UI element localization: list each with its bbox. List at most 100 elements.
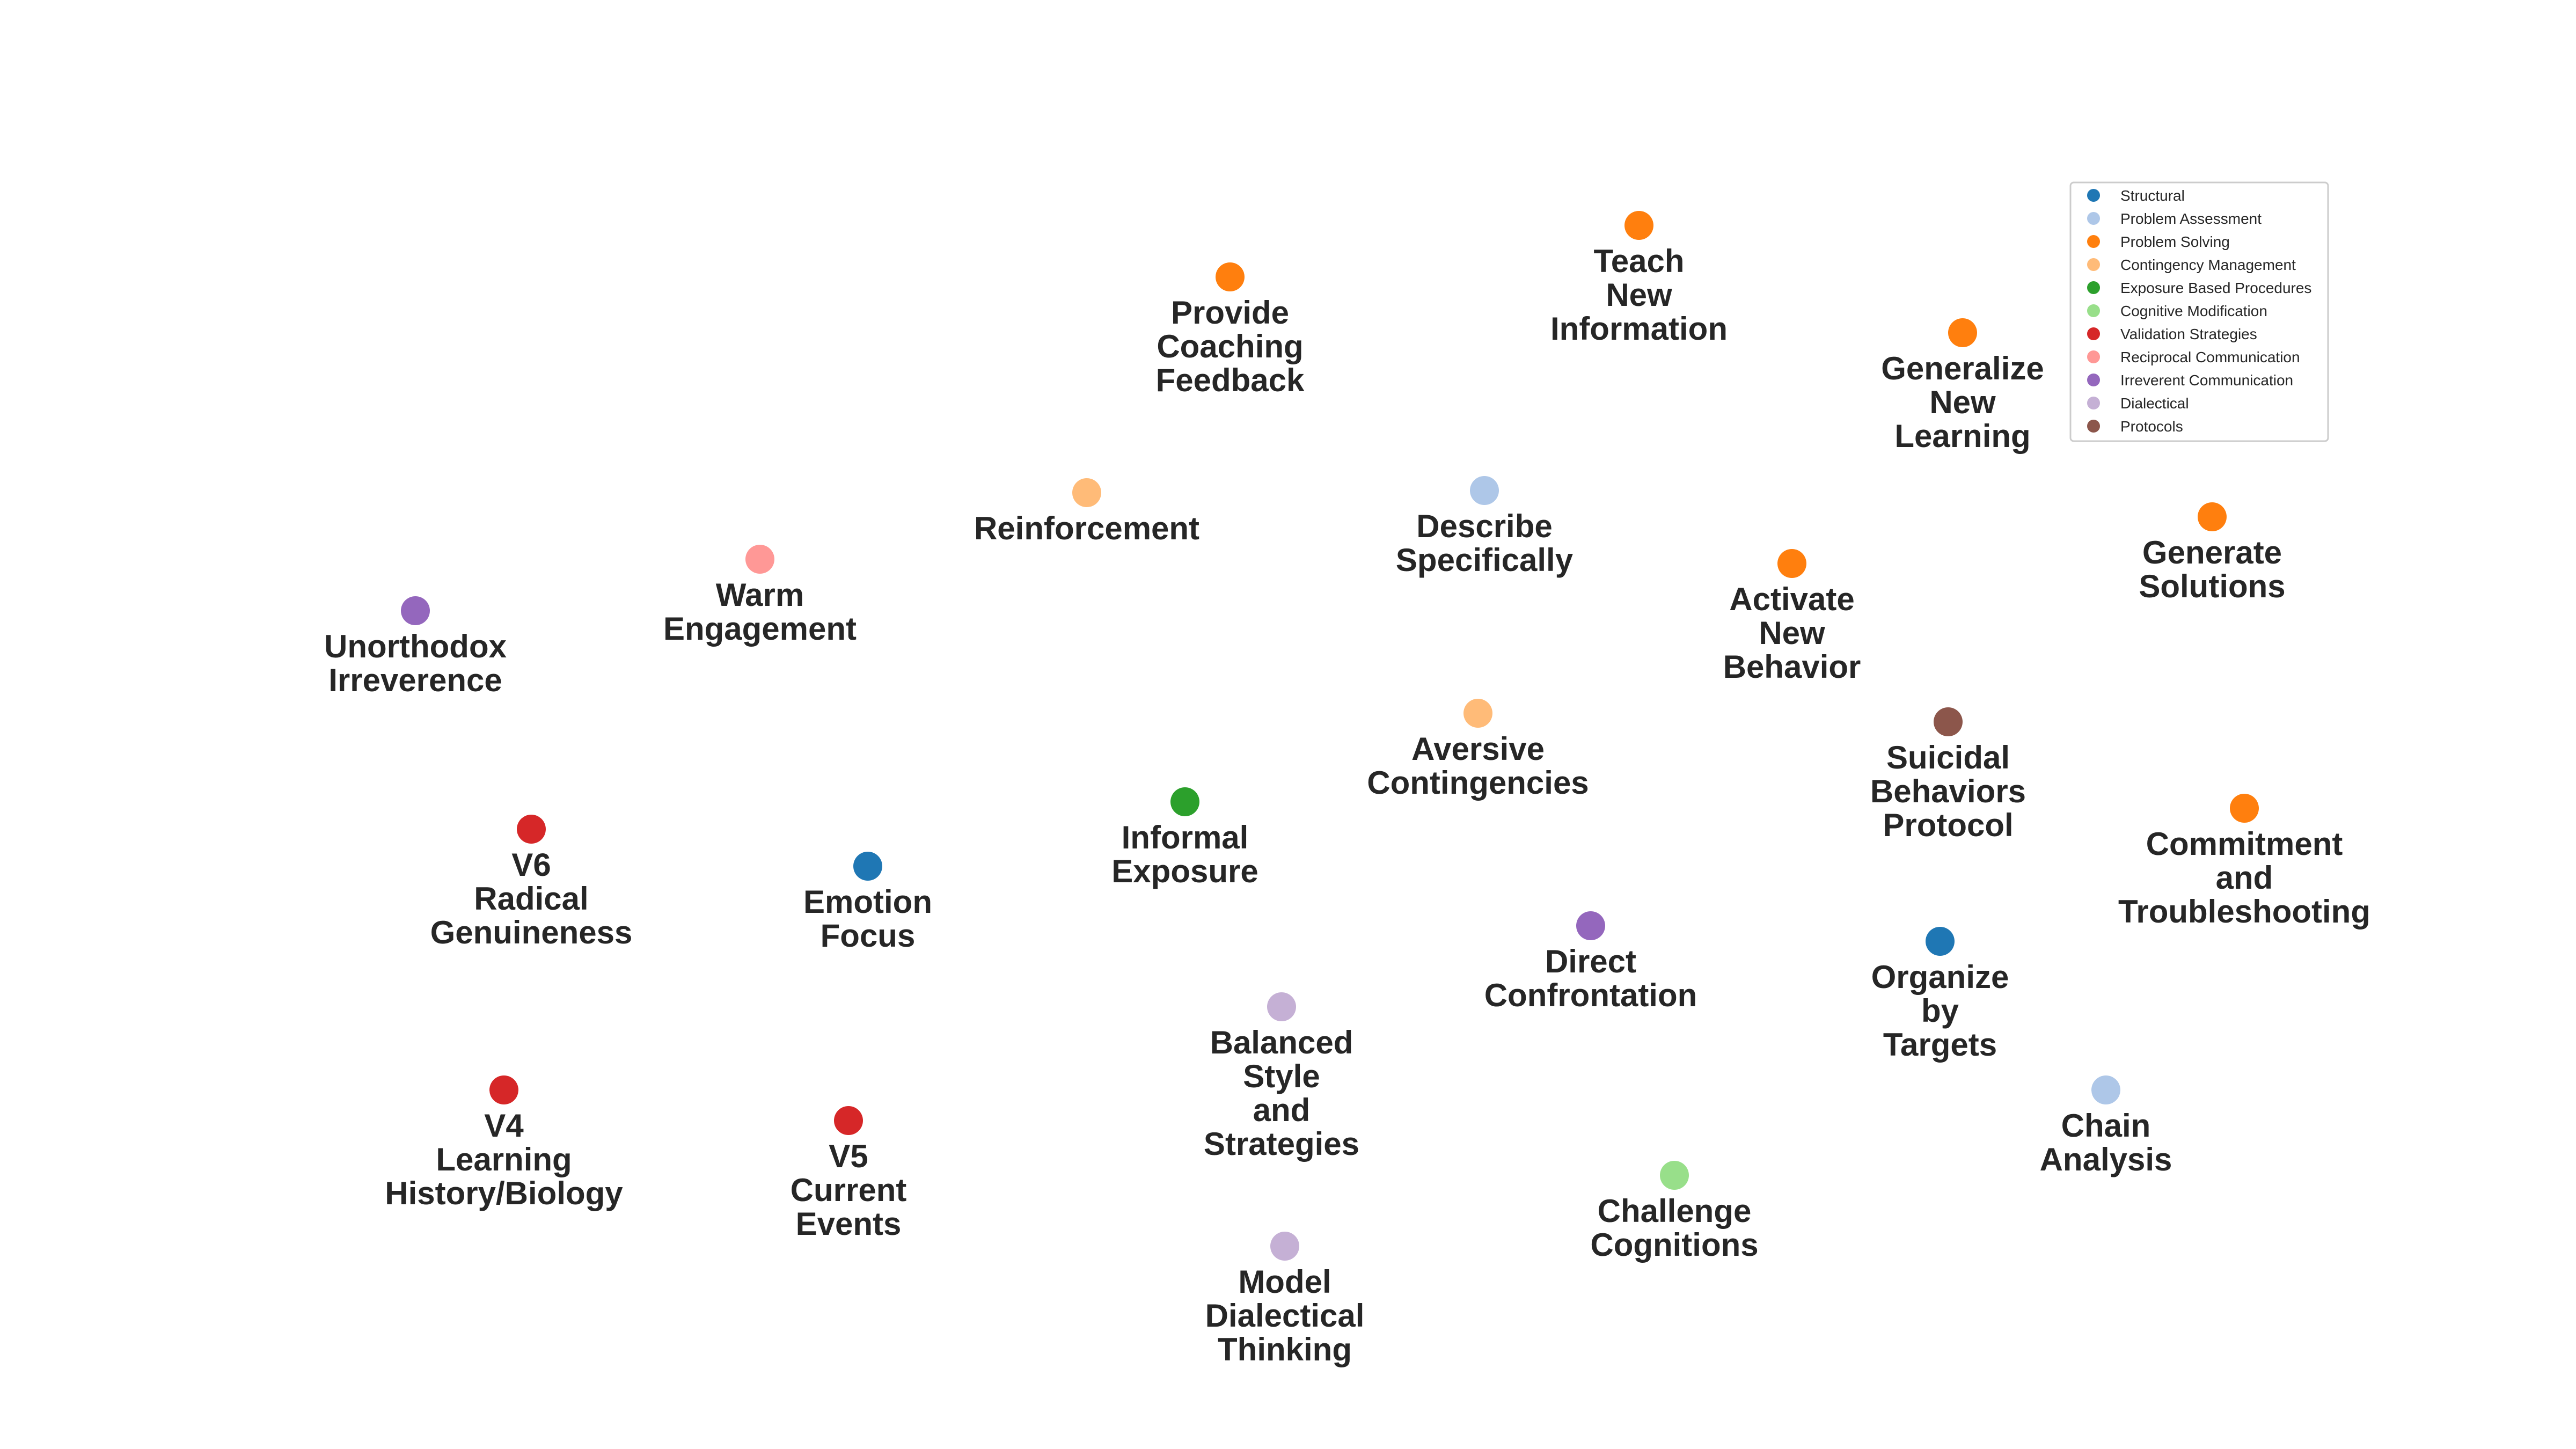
node-label-line: Direct [1545, 943, 1636, 979]
node-dot [1270, 1232, 1299, 1261]
node-dot [2091, 1075, 2120, 1104]
legend-item-contingency_management: Contingency Management [2087, 257, 2296, 273]
legend-marker [2087, 350, 2100, 363]
legend-item-dialectical: Dialectical [2087, 395, 2189, 412]
legend-item-validation: Validation Strategies [2087, 326, 2257, 342]
node-dot [1072, 478, 1101, 507]
node-label-line: Engagement [663, 611, 857, 647]
node-label-line: Reinforcement [974, 510, 1199, 546]
node-label-line: Protocol [1883, 807, 2013, 843]
node-dot [1948, 318, 1977, 347]
legend-label: Exposure Based Procedures [2120, 280, 2311, 296]
node-dot [1660, 1161, 1689, 1190]
node-label-line: Commitment [2146, 826, 2343, 862]
legend-label: Cognitive Modification [2120, 303, 2267, 319]
node-label-line: Informal [1122, 819, 1249, 855]
node-label-line: Genuineness [430, 914, 633, 950]
legend-label: Structural [2120, 187, 2185, 204]
node-label-line: V6 [511, 847, 551, 883]
node-label-line: Warm [716, 577, 804, 613]
legend-marker [2087, 281, 2100, 294]
legend-marker [2087, 420, 2100, 433]
node-label-line: V4 [484, 1108, 524, 1144]
node-label-line: New [1929, 384, 1996, 420]
legend-marker [2087, 235, 2100, 248]
node-dot [853, 852, 882, 881]
node-label-line: Suicidal [1886, 740, 2010, 775]
node-dot [1470, 476, 1499, 505]
node-label-line: Information [1550, 311, 1728, 347]
node-label-line: Analysis [2040, 1141, 2172, 1177]
node-label-line: New [1606, 277, 1672, 313]
legend-label: Contingency Management [2120, 257, 2296, 273]
node-label-line: History/Biology [385, 1175, 623, 1211]
legend-marker [2087, 189, 2100, 202]
node-label-line: Aversive [1411, 731, 1545, 767]
node-dot [1624, 211, 1653, 240]
node-label-line: Solutions [2139, 568, 2285, 604]
legend-label: Dialectical [2120, 395, 2189, 412]
node-label-line: Targets [1883, 1027, 1997, 1063]
legend-marker [2087, 304, 2100, 317]
node-label-line: Model [1238, 1264, 1331, 1300]
node-label-line: Events [796, 1206, 902, 1242]
node-dot [2230, 794, 2259, 823]
legend-item-irreverent: Irreverent Communication [2087, 372, 2293, 389]
legend-marker [2087, 212, 2100, 225]
legend-item-problem_solving: Problem Solving [2087, 233, 2230, 250]
node-dot [1926, 927, 1955, 956]
legend-label: Protocols [2120, 418, 2183, 435]
node-label-line: Balanced [1210, 1024, 1353, 1060]
legend-item-exposure: Exposure Based Procedures [2087, 280, 2311, 296]
node-label-line: Describe [1416, 508, 1552, 544]
legend-frame [2069, 181, 2329, 442]
node-label-line: Style [1243, 1058, 1320, 1094]
node-dot [1216, 262, 1245, 291]
legend-label: Irreverent Communication [2120, 372, 2293, 389]
legend-label: Reciprocal Communication [2120, 349, 2300, 365]
node-label-line: Activate [1729, 581, 1854, 617]
legend-item-problem_assessment: Problem Assessment [2087, 210, 2262, 227]
node-label-line: Unorthodox [324, 628, 507, 664]
node-label-line: Teach [1594, 243, 1685, 279]
legend-marker [2087, 258, 2100, 271]
legend-item-structural: Structural [2087, 187, 2185, 204]
legend-item-cognitive: Cognitive Modification [2087, 303, 2267, 319]
node-label-line: Contingencies [1367, 765, 1589, 801]
node-label-line: Feedback [1156, 362, 1305, 398]
node-dot [1934, 707, 1963, 736]
node-label: Reinforcement [974, 510, 1199, 546]
legend-marker [2087, 397, 2100, 409]
node-label-line: Irreverence [328, 662, 502, 698]
legend-marker [2087, 327, 2100, 340]
node-label-line: Generalize [1881, 350, 2044, 386]
node-label-line: Strategies [1204, 1126, 1359, 1162]
